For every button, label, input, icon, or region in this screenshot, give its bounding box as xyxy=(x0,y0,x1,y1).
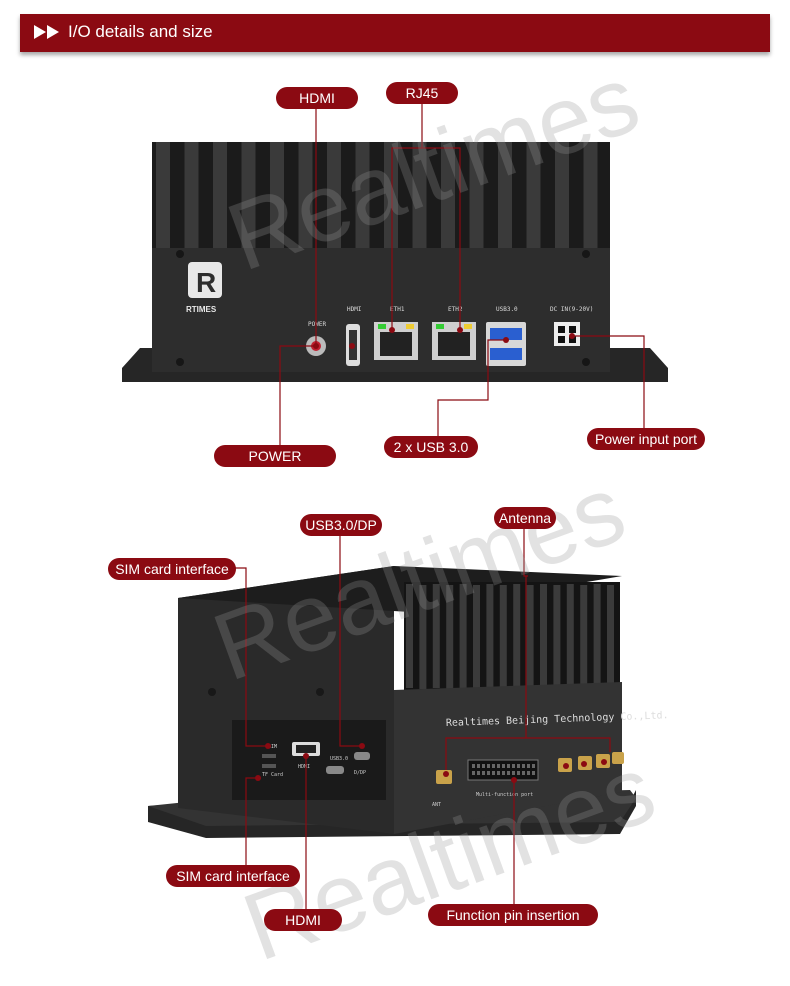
heatsink-fin xyxy=(213,142,227,250)
connector-pin xyxy=(472,764,475,768)
connector-pin xyxy=(507,764,510,768)
svg-text:USB3.0: USB3.0 xyxy=(496,306,518,313)
label-antenna: Antenna xyxy=(494,507,556,529)
svg-text:SIM: SIM xyxy=(268,744,277,750)
heatsink-fin xyxy=(469,142,484,250)
svg-text:ETH1: ETH1 xyxy=(390,306,405,313)
heatsink-fin xyxy=(526,585,534,689)
label-power: POWER xyxy=(214,445,336,467)
heatsink-fin xyxy=(270,142,284,250)
connector-pin xyxy=(532,771,535,775)
label-sim-top: SIM card interface xyxy=(108,558,236,580)
label-usb-dp: USB3.0/DP xyxy=(300,514,382,536)
svg-text:ETH2: ETH2 xyxy=(448,306,463,313)
label-sim-bottom: SIM card interface xyxy=(166,865,300,887)
heatsink-fin xyxy=(446,585,454,689)
label-hdmi: HDMI xyxy=(276,87,358,109)
connector-pin xyxy=(517,764,520,768)
label-power-input: Power input port xyxy=(587,428,705,450)
svg-text:D/DP: D/DP xyxy=(354,770,366,776)
heatsink-fin xyxy=(459,584,467,688)
heatsink-fin xyxy=(553,585,561,689)
connector-pin xyxy=(522,771,525,775)
heatsink-fin xyxy=(419,585,427,689)
connector-pin xyxy=(492,764,495,768)
label-usb: 2 x USB 3.0 xyxy=(384,436,478,458)
heatsink-fin xyxy=(184,142,199,250)
heatsink-fin xyxy=(486,584,494,688)
rtimes-logo: R RTIMES xyxy=(186,262,222,314)
label-rj45: RJ45 xyxy=(386,82,458,104)
heatsink-fin xyxy=(593,584,601,688)
heatsink-fin xyxy=(412,142,427,250)
connector-pin xyxy=(482,771,485,775)
connector-pin xyxy=(527,771,530,775)
heatsink-fin xyxy=(499,585,507,689)
bottom-device: Realtimes Beijing Technology Co.,Ltd. SI… xyxy=(148,524,669,910)
heatsink-fin xyxy=(540,584,547,688)
connector-pin xyxy=(512,764,515,768)
connector-pin xyxy=(487,764,490,768)
connector-pin xyxy=(472,771,475,775)
heatsink-fin xyxy=(355,142,370,250)
heatsink-fin xyxy=(298,142,313,250)
top-device: R RTIMES POWER HDMI ETH1 ETH2 USB3.0 DC … xyxy=(122,104,668,446)
heatsink-fin xyxy=(156,142,170,250)
svg-text:HDMI: HDMI xyxy=(347,306,362,313)
svg-text:TF Card: TF Card xyxy=(262,772,283,778)
svg-text:ANT: ANT xyxy=(432,802,441,808)
section-header: I/O details and size xyxy=(20,14,770,52)
heatsink-fin xyxy=(607,585,614,689)
connector-pin xyxy=(512,771,515,775)
svg-text:USB3.0: USB3.0 xyxy=(330,756,348,762)
connector-pin xyxy=(497,771,500,775)
svg-text:HDMI: HDMI xyxy=(298,764,310,770)
heatsink-fin xyxy=(513,584,521,688)
label-hdmi-bottom: HDMI xyxy=(264,909,342,931)
heatsink-fin xyxy=(555,142,569,250)
heatsink-fin xyxy=(583,142,598,250)
heatsink-fin xyxy=(441,142,455,250)
section-title: I/O details and size xyxy=(68,22,213,41)
connector-pin xyxy=(522,764,525,768)
heatsink-fin xyxy=(526,142,541,250)
connector-pin xyxy=(492,771,495,775)
heatsink-fin xyxy=(498,142,512,250)
connector-pin xyxy=(507,771,510,775)
heatsink-fin xyxy=(473,585,480,689)
connector-pin xyxy=(477,764,480,768)
connector-pin xyxy=(517,771,520,775)
svg-text:RTIMES: RTIMES xyxy=(186,305,217,314)
connector-pin xyxy=(497,764,500,768)
connector-pin xyxy=(477,771,480,775)
svg-text:DC IN(9-20V): DC IN(9-20V) xyxy=(550,306,593,313)
heatsink-fin xyxy=(406,584,413,688)
connector-pin xyxy=(487,771,490,775)
double-arrow-icon xyxy=(34,25,59,39)
svg-text:POWER: POWER xyxy=(308,321,326,328)
connector-pin xyxy=(482,764,485,768)
label-function-pin: Function pin insertion xyxy=(428,904,598,926)
heatsink-fin xyxy=(384,142,398,250)
connector-pin xyxy=(502,771,505,775)
heatsink-fin xyxy=(241,142,256,250)
heatsink-fin xyxy=(432,584,440,688)
heatsink-fin xyxy=(327,142,341,250)
heatsink-fin xyxy=(566,584,574,688)
svg-text:Multi-function port: Multi-function port xyxy=(476,792,533,798)
connector-pin xyxy=(527,764,530,768)
connector-pin xyxy=(502,764,505,768)
svg-text:R: R xyxy=(196,267,216,298)
connector-pin xyxy=(532,764,535,768)
heatsink-fin xyxy=(580,585,588,689)
